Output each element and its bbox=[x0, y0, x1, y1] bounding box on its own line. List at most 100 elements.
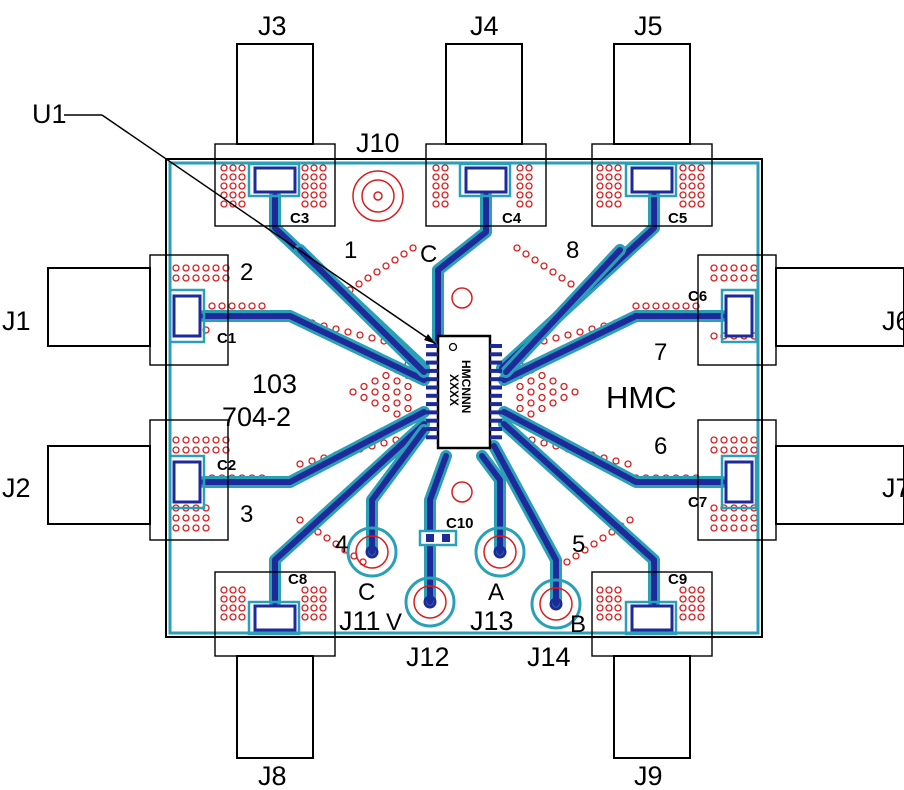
trace-inner bbox=[491, 443, 559, 607]
board-id-line2: 704-2 bbox=[222, 402, 291, 432]
port-1: 1 bbox=[344, 237, 357, 264]
via bbox=[538, 371, 546, 380]
via bbox=[679, 191, 687, 199]
via bbox=[222, 274, 230, 282]
via bbox=[229, 191, 237, 199]
via bbox=[310, 595, 318, 603]
via bbox=[527, 388, 535, 396]
via bbox=[301, 173, 309, 181]
via bbox=[614, 200, 622, 208]
via bbox=[527, 377, 535, 385]
via bbox=[404, 393, 412, 402]
via bbox=[750, 274, 758, 282]
via bbox=[229, 173, 237, 181]
label-control-a: A bbox=[488, 579, 504, 606]
chip-pin bbox=[490, 410, 502, 415]
via bbox=[172, 446, 180, 454]
via bbox=[301, 164, 309, 172]
via bbox=[229, 586, 237, 594]
connector-j8 bbox=[214, 571, 336, 759]
via bbox=[525, 182, 533, 190]
port-5: 5 bbox=[572, 531, 585, 558]
via bbox=[688, 173, 696, 181]
via bbox=[208, 302, 216, 310]
via bbox=[373, 268, 381, 276]
via bbox=[393, 388, 401, 396]
via bbox=[360, 393, 368, 402]
via bbox=[538, 393, 546, 402]
brand-label: HMC bbox=[606, 380, 677, 415]
via bbox=[319, 164, 327, 172]
via bbox=[679, 604, 687, 612]
via bbox=[614, 604, 622, 612]
via bbox=[605, 586, 613, 594]
via bbox=[682, 302, 690, 310]
via bbox=[319, 613, 327, 621]
chip-pin bbox=[490, 360, 502, 365]
via bbox=[364, 274, 372, 282]
via bbox=[212, 436, 220, 444]
via bbox=[172, 274, 180, 282]
via bbox=[432, 164, 440, 172]
via bbox=[296, 460, 304, 468]
label-j13: J13 bbox=[470, 606, 514, 636]
via bbox=[730, 524, 738, 532]
via bbox=[301, 604, 309, 612]
label-c1: C1 bbox=[217, 330, 236, 347]
via bbox=[228, 302, 236, 310]
via bbox=[192, 514, 200, 522]
u1-leader bbox=[64, 114, 437, 345]
trace-inner bbox=[201, 409, 427, 485]
port-2: 2 bbox=[240, 259, 253, 286]
chip-pin bbox=[490, 418, 502, 423]
via bbox=[202, 436, 210, 444]
chip-pin bbox=[426, 352, 438, 357]
via bbox=[697, 595, 705, 603]
via bbox=[218, 302, 226, 310]
via bbox=[679, 586, 687, 594]
via bbox=[371, 388, 379, 396]
via bbox=[596, 200, 604, 208]
connector-j12 bbox=[404, 576, 456, 628]
via bbox=[182, 274, 190, 282]
via bbox=[697, 200, 705, 208]
via bbox=[596, 613, 604, 621]
via bbox=[571, 388, 579, 396]
via bbox=[258, 302, 266, 310]
via bbox=[393, 410, 401, 418]
via bbox=[549, 268, 557, 276]
via bbox=[697, 164, 705, 172]
via bbox=[596, 173, 604, 181]
label-c4: C4 bbox=[502, 210, 522, 227]
via bbox=[319, 182, 327, 190]
via bbox=[525, 200, 533, 208]
via bbox=[310, 613, 318, 621]
via bbox=[516, 191, 524, 199]
via bbox=[688, 200, 696, 208]
via bbox=[202, 524, 210, 532]
via bbox=[516, 164, 524, 172]
via bbox=[432, 191, 440, 199]
connector-j7 bbox=[697, 419, 904, 541]
via bbox=[522, 250, 530, 258]
via bbox=[567, 280, 575, 288]
chip-pin bbox=[426, 435, 438, 440]
via bbox=[310, 200, 318, 208]
via bbox=[730, 436, 738, 444]
via bbox=[441, 191, 449, 199]
via bbox=[323, 534, 331, 542]
via bbox=[182, 436, 190, 444]
via bbox=[229, 182, 237, 190]
via bbox=[692, 302, 700, 310]
label-c7: C7 bbox=[688, 494, 707, 511]
via bbox=[192, 446, 200, 454]
via bbox=[697, 182, 705, 190]
via bbox=[740, 446, 748, 454]
via bbox=[222, 264, 230, 272]
via bbox=[382, 382, 390, 391]
via bbox=[740, 274, 748, 282]
via bbox=[393, 377, 401, 385]
via bbox=[301, 182, 309, 190]
via bbox=[229, 595, 237, 603]
via bbox=[202, 446, 210, 454]
